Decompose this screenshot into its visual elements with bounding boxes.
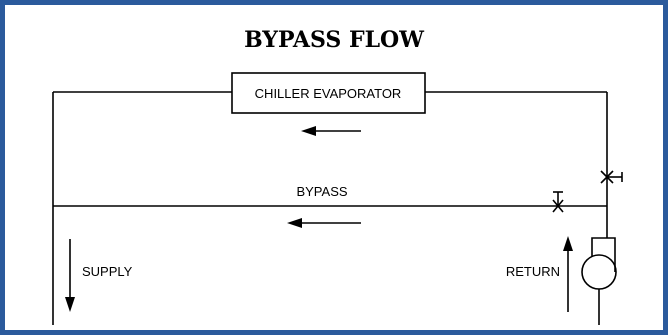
chiller-evaporator-label: CHILLER EVAPORATOR: [255, 86, 402, 101]
bypass-valve-icon: [552, 191, 564, 213]
chiller-flow-arrow-icon: [301, 126, 316, 136]
return-arrow-icon: [563, 236, 573, 251]
diagram-title: BYPASS FLOW: [244, 27, 424, 53]
return-valve-icon: [600, 170, 623, 184]
supply-arrow-icon: [65, 297, 75, 312]
chiller-evaporator-box: [231, 72, 426, 114]
bypass-flow-arrow-icon: [287, 218, 302, 228]
pump-icon: [581, 237, 617, 325]
return-label: RETURN: [506, 264, 560, 279]
supply-label: SUPPLY: [82, 264, 133, 279]
bypass-label: BYPASS: [296, 184, 347, 199]
